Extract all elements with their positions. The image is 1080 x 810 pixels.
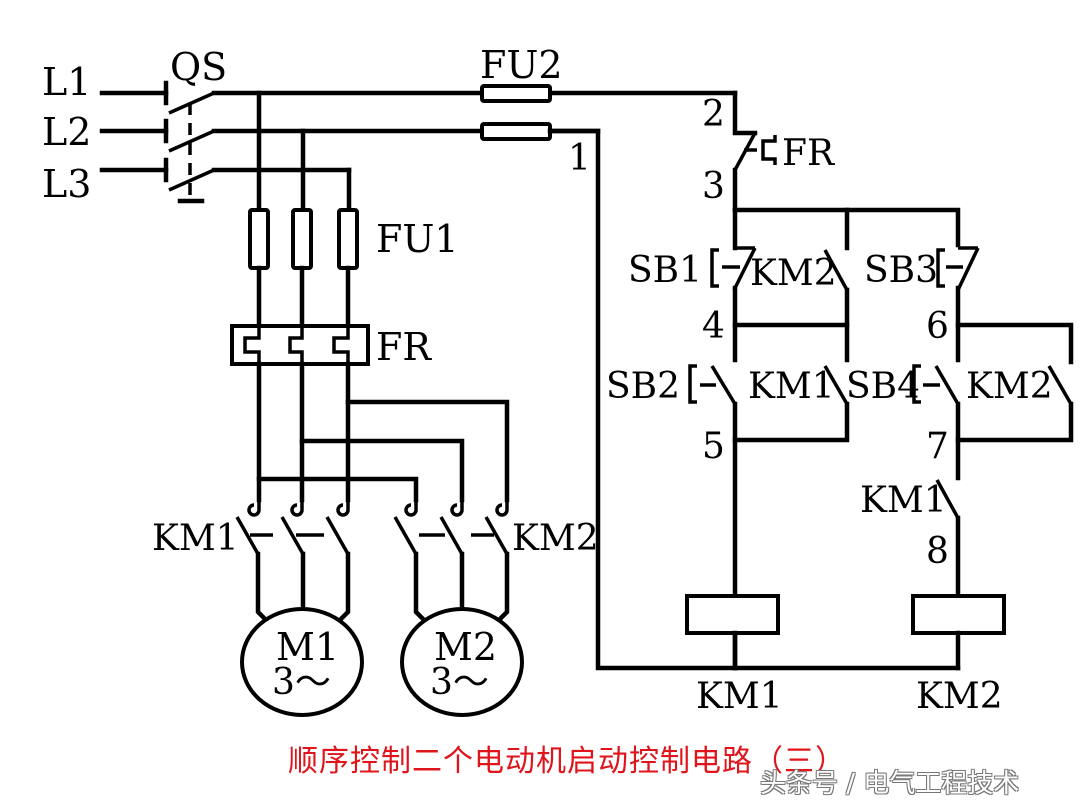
motor-leads — [255, 551, 510, 626]
motor-m2-phase: 3～ — [430, 662, 489, 703]
label-sb2: SB2 — [606, 366, 680, 407]
label-fr: FR — [376, 325, 432, 369]
label-km1-hold: KM1 — [748, 366, 835, 407]
node-5: 5 — [702, 426, 725, 467]
label-l3: L3 — [42, 162, 91, 206]
fuse-fu1 — [248, 208, 359, 329]
node-6: 6 — [926, 306, 949, 347]
node-7: 7 — [926, 426, 949, 467]
node-3: 3 — [702, 166, 725, 207]
label-coil-km2: KM2 — [916, 676, 1003, 717]
label-km2-hold: KM2 — [966, 366, 1053, 407]
label-km2-bypass: KM2 — [750, 253, 837, 294]
motor-m2-name: M2 — [434, 625, 497, 669]
label-l1: L1 — [42, 60, 91, 104]
thermal-relay-fr — [230, 324, 370, 366]
contactor-km2-main — [393, 500, 509, 555]
label-sb3: SB3 — [864, 250, 938, 291]
label-km1-interlock: KM1 — [860, 480, 947, 521]
node-2: 2 — [702, 94, 725, 135]
node-4: 4 — [702, 306, 725, 347]
label-km2-main: KM2 — [512, 518, 599, 559]
motor-m1-name: M1 — [276, 625, 339, 669]
km2-hold-contact — [955, 365, 1074, 443]
diagram-title: 顺序控制二个电动机启动控制电路（三） — [288, 744, 846, 779]
label-l2: L2 — [42, 110, 91, 154]
node-1: 1 — [568, 138, 591, 179]
motor-m1 — [240, 607, 364, 717]
watermark: 头条号 / 电气工程技术 — [760, 769, 1020, 799]
node-8: 8 — [926, 531, 949, 572]
motor-m2 — [400, 607, 524, 717]
main-switch-qs — [99, 80, 215, 204]
label-fr-contact: FR — [782, 133, 835, 174]
label-fu1: FU1 — [376, 217, 459, 261]
motor-m1-phase: 3～ — [272, 662, 331, 703]
label-km1-main: KM1 — [152, 518, 239, 559]
power-bus — [211, 90, 738, 213]
node-6-wire — [955, 322, 1074, 365]
label-fu2: FU2 — [480, 43, 563, 87]
label-sb4: SB4 — [846, 366, 920, 407]
km1-interlock-contact — [935, 479, 961, 599]
fr-nc-contact — [732, 90, 777, 213]
motor-feeders — [256, 361, 510, 503]
km1-hold-contact — [732, 365, 850, 443]
fuse-fu2 — [480, 84, 552, 141]
node-3-bus — [732, 207, 961, 248]
coil-km1 — [685, 594, 780, 635]
coil-km2 — [911, 594, 1006, 635]
label-qs: QS — [170, 45, 227, 89]
label-coil-km1: KM1 — [696, 676, 783, 717]
control-return-wire — [547, 128, 961, 671]
label-sb1: SB1 — [628, 250, 702, 291]
contactor-km1-main — [235, 500, 350, 555]
